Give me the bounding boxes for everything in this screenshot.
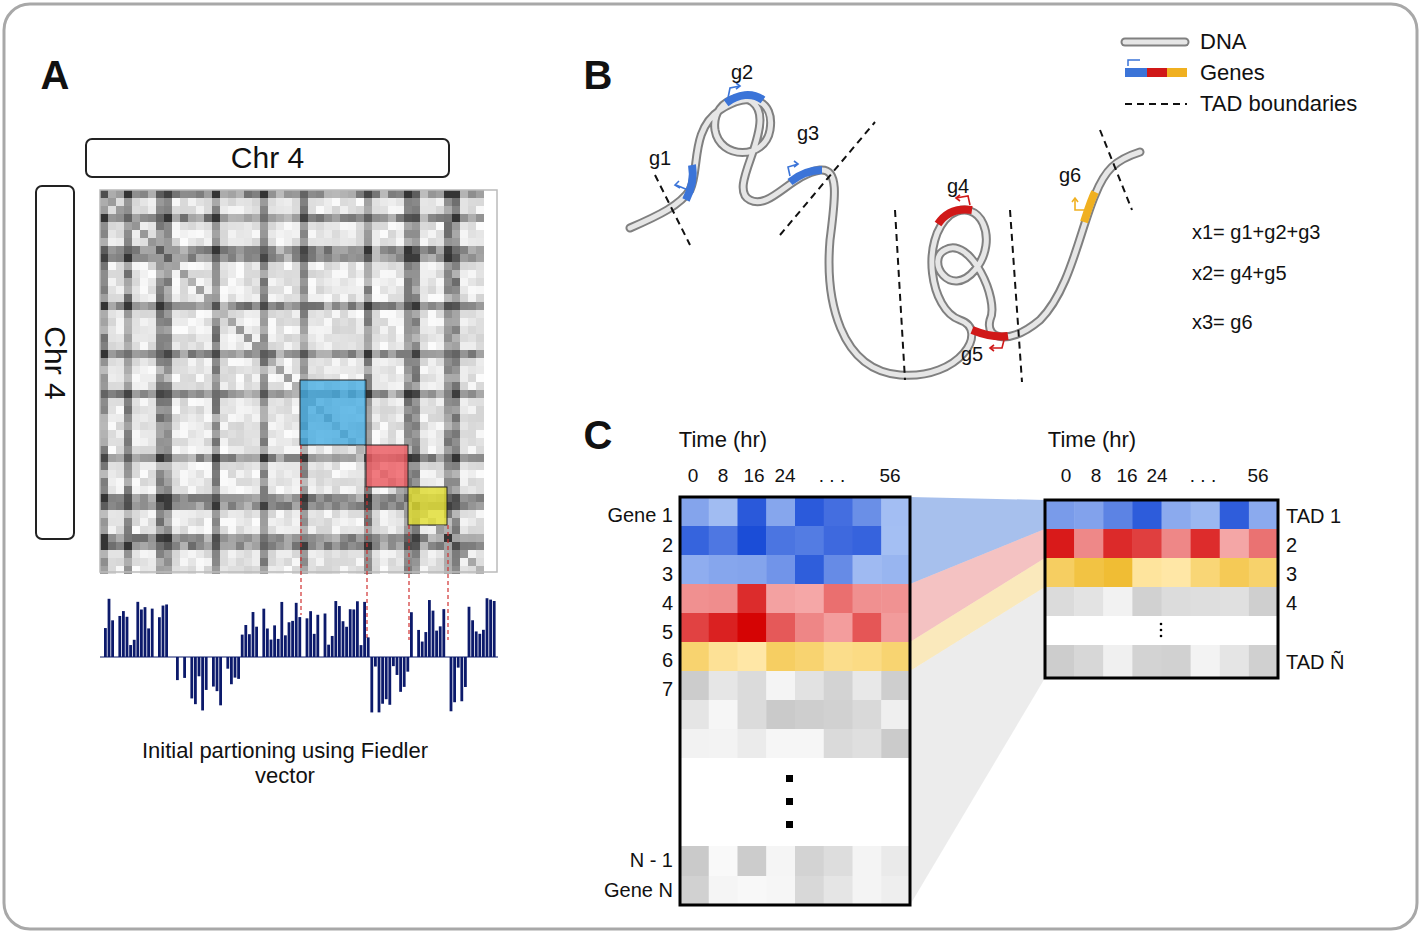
row-label: 6 (662, 649, 673, 672)
gene-label: g5 (961, 343, 983, 366)
axis-title: Time (hr) (679, 427, 767, 452)
equation: x1= g1+g2+g3 (1192, 221, 1320, 244)
tick-label: 16 (1116, 465, 1137, 487)
row-label: N - 1 (630, 849, 673, 872)
legend-samples (1125, 42, 1187, 104)
gene-label: g1 (649, 147, 671, 170)
fiedler-bars (104, 598, 496, 712)
panel-letter: B (584, 52, 613, 98)
equation: x3= g6 (1192, 311, 1253, 334)
tss-arrows (675, 83, 1086, 351)
row-label: 4 (1286, 592, 1297, 615)
tad-block-blue (300, 380, 366, 445)
panel-letter: C (584, 412, 613, 458)
tick-label: 0 (688, 465, 699, 487)
tick-label: 56 (1247, 465, 1268, 487)
chromosome-label: Chr 4 (38, 326, 72, 399)
gene-label: g2 (731, 61, 753, 84)
row-label: 4 (662, 592, 673, 615)
ellipsis-marks (786, 623, 1162, 828)
heatmap-frame (100, 190, 497, 572)
equation: x2= g4+g5 (1192, 262, 1287, 285)
fiedler-axis (100, 657, 498, 658)
tad-matrix-frame (1045, 500, 1278, 678)
gene-label: g3 (797, 122, 819, 145)
row-label: Gene 1 (607, 504, 673, 527)
partition-guides (301, 445, 448, 640)
tick-label: 24 (774, 465, 795, 487)
tad-boundaries (655, 122, 1132, 382)
tick-label: 56 (879, 465, 900, 487)
gene-matrix-frame (680, 497, 910, 905)
tad-block-red (366, 445, 408, 487)
tick-label: . . . (819, 465, 845, 487)
row-label: 3 (1286, 563, 1297, 586)
row-label: 2 (662, 534, 673, 557)
tad-matrix (1045, 500, 1279, 678)
dna-strand (630, 98, 1140, 375)
legend-text: DNA (1200, 29, 1246, 54)
gene-segments (686, 95, 1095, 337)
tick-label: 8 (718, 465, 729, 487)
outer-frame (4, 4, 1417, 929)
tick-label: 8 (1091, 465, 1102, 487)
axis-title: Time (hr) (1048, 427, 1136, 452)
row-label: 3 (662, 563, 673, 586)
gene-matrix (680, 497, 911, 905)
caption-text: Initial partioning using Fiedler vector (115, 738, 455, 789)
chromosome-bar: Chr 4 (35, 185, 75, 540)
panel-letter: A (41, 52, 70, 98)
legend-text: TAD boundaries (1200, 91, 1357, 116)
tick-label: . . . (1190, 465, 1216, 487)
tick-label: 24 (1146, 465, 1167, 487)
row-label: 7 (662, 678, 673, 701)
gene-label: g4 (947, 175, 969, 198)
tick-label: 16 (743, 465, 764, 487)
chromosome-label: Chr 4 (231, 141, 304, 175)
row-label: Gene N (604, 879, 673, 902)
hic-heatmap (100, 190, 484, 574)
gene-label: g6 (1059, 164, 1081, 187)
tad-block-yellow (408, 487, 447, 525)
legend-text: Genes (1200, 60, 1265, 85)
tad-merge-bands (910, 497, 1045, 905)
row-label: TAD 1 (1286, 505, 1341, 528)
tick-label: 0 (1061, 465, 1072, 487)
row-label: 2 (1286, 534, 1297, 557)
row-label: 5 (662, 621, 673, 644)
row-label: TAD Ñ (1286, 651, 1345, 674)
chromosome-bar: Chr 4 (85, 138, 450, 178)
